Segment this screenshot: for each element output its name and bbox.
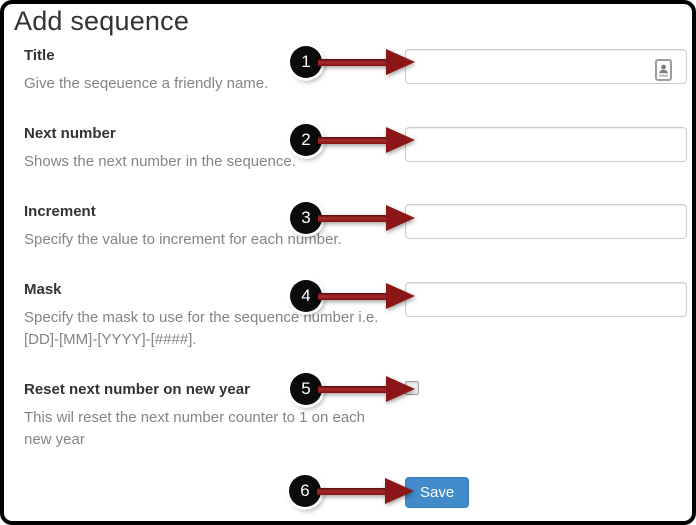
- mask-field-hint: Specify the mask to use for the sequence…: [24, 309, 379, 348]
- increment-field-label: Increment: [24, 203, 96, 220]
- annotation-arrow-icon: [318, 49, 415, 75]
- increment-field-hint: Specify the value to increment for each …: [24, 231, 342, 248]
- step-badge-2: 2: [290, 124, 322, 156]
- step-badge-5: 5: [290, 373, 322, 405]
- increment-input[interactable]: [405, 204, 687, 239]
- next-number-field-label: Next number: [24, 125, 116, 142]
- annotation-arrow-icon: [318, 283, 415, 309]
- annotation-arrow-icon: [318, 376, 415, 402]
- step-badge-1: 1: [290, 46, 322, 78]
- annotation-arrow-icon: [318, 127, 415, 153]
- save-button[interactable]: Save: [405, 477, 470, 508]
- next-number-input[interactable]: [405, 127, 687, 162]
- annotation-arrow-icon: [317, 478, 414, 504]
- step-badge-3: 3: [290, 202, 322, 234]
- reset-field-label: Reset next number on new year: [24, 381, 250, 398]
- step-badge-4: 4: [290, 280, 322, 312]
- annotation-arrow-icon: [318, 205, 415, 231]
- page-title: Add sequence: [14, 6, 190, 36]
- reset-field-hint: This wil reset the next number counter t…: [24, 409, 366, 448]
- title-input[interactable]: [405, 49, 687, 84]
- contact-autofill-icon[interactable]: [655, 59, 672, 81]
- title-field-hint: Give the seqeuence a friendly name.: [24, 75, 269, 92]
- next-number-field-hint: Shows the next number in the sequence.: [24, 153, 296, 170]
- step-badge-6: 6: [289, 475, 321, 507]
- title-field-label: Title: [24, 47, 55, 64]
- mask-field-label: Mask: [24, 281, 62, 298]
- mask-input[interactable]: [405, 282, 687, 317]
